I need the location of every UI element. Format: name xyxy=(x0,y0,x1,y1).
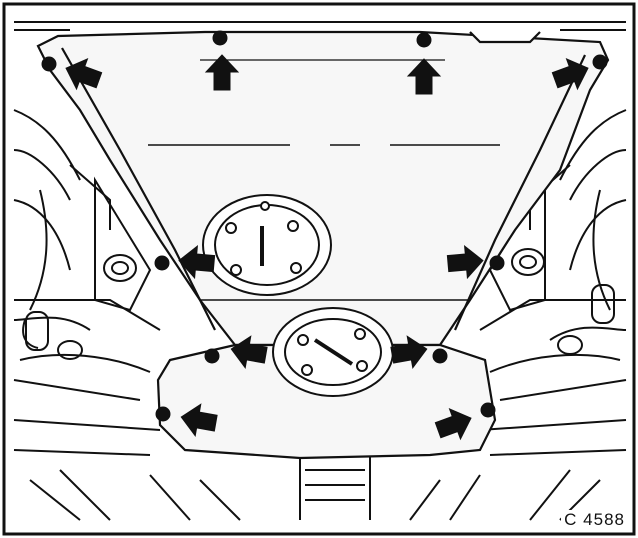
access-cover-upper xyxy=(202,194,332,296)
mounting-bolts xyxy=(41,30,608,422)
bolt-icon xyxy=(154,255,170,271)
bolt-icon xyxy=(592,54,608,70)
bolt-icon xyxy=(432,348,448,364)
bolt-icon xyxy=(489,255,505,271)
bolt-icon xyxy=(204,348,220,364)
bolt-icon xyxy=(416,32,432,48)
bolt-icon xyxy=(155,406,171,422)
bolt-icon xyxy=(480,402,496,418)
access-cover-lower xyxy=(272,307,394,397)
figure-code: C 4588 xyxy=(561,510,628,530)
chassis-background xyxy=(13,21,627,521)
bolt-icon xyxy=(41,56,57,72)
bolt-icon xyxy=(212,30,228,46)
